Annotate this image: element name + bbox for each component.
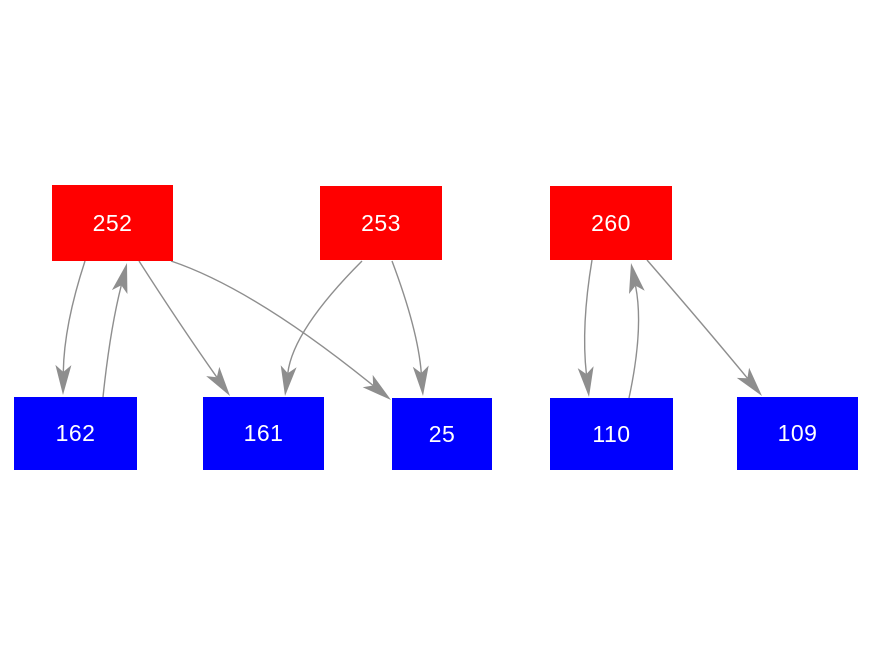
edge-162-to-252 <box>102 285 122 398</box>
arrowhead-icon <box>412 365 429 396</box>
node-label-161: 161 <box>243 420 284 446</box>
graph-node-260: 260 <box>550 186 672 260</box>
edge-252-to-162 <box>62 260 86 373</box>
graph-node-25: 25 <box>392 398 492 470</box>
edge-260-to-109 <box>646 259 748 379</box>
edge-252-to-161 <box>138 260 218 378</box>
edge-260-to-110 <box>583 259 593 375</box>
arrowhead-icon <box>206 366 230 396</box>
arrowhead-icon <box>111 263 128 294</box>
graph-node-161: 161 <box>203 397 324 470</box>
graph-node-162: 162 <box>14 397 137 470</box>
node-label-162: 162 <box>55 420 96 446</box>
arrowhead-icon <box>362 374 391 400</box>
node-label-253: 253 <box>361 209 401 236</box>
node-label-109: 109 <box>777 420 818 446</box>
node-label-25: 25 <box>428 420 456 447</box>
graph-node-253: 253 <box>320 186 442 260</box>
edge-253-to-25 <box>391 260 422 374</box>
edge-110-to-260 <box>628 285 640 399</box>
node-label-260: 260 <box>591 209 631 236</box>
node-label-252: 252 <box>92 209 133 236</box>
arrowhead-icon <box>736 367 762 396</box>
node-label-110: 110 <box>592 420 631 447</box>
arrowhead-icon <box>280 365 297 396</box>
graph-node-252: 252 <box>52 185 173 261</box>
arrowhead-icon <box>577 366 594 397</box>
edge-252-to-25 <box>170 260 374 387</box>
edge-253-to-161 <box>287 260 363 374</box>
graph-node-110: 110 <box>550 398 673 470</box>
graph-node-109: 109 <box>737 397 858 470</box>
arrowhead-icon <box>55 364 72 395</box>
arrowhead-icon <box>629 263 645 294</box>
